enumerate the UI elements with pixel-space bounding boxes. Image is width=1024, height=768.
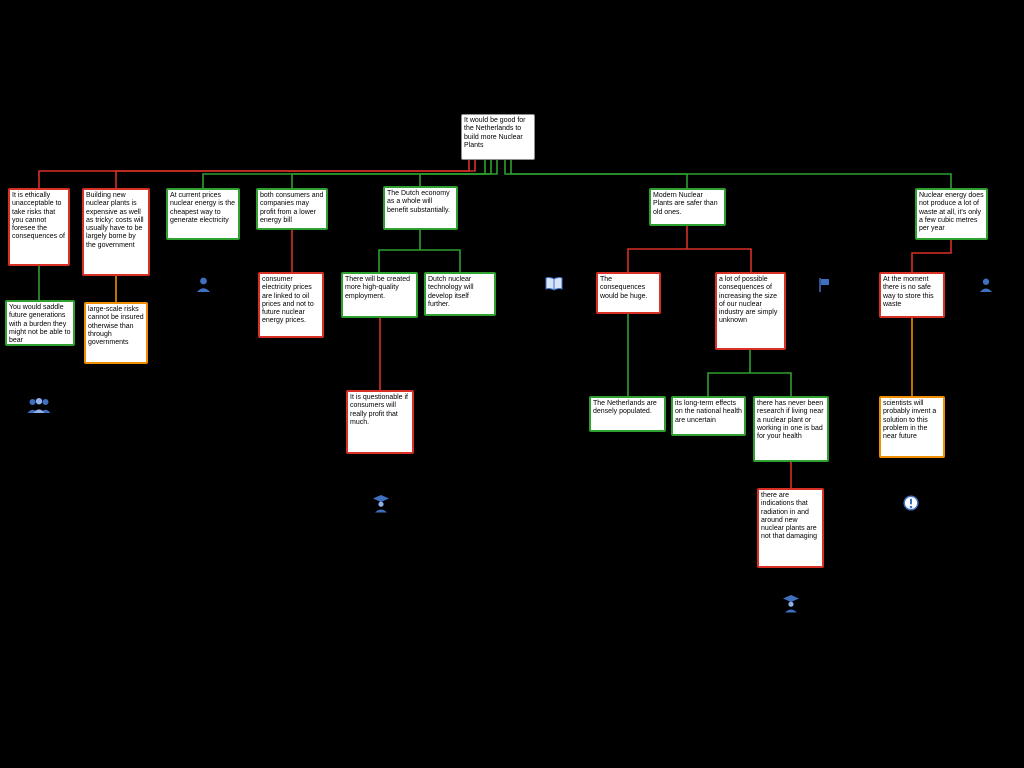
argument-node[interactable]: however scientists will probably invent … (879, 396, 945, 458)
argument-node[interactable]: but It is questionable if consumers will… (346, 390, 414, 454)
relation-label: because (663, 188, 693, 190)
root-claim-node[interactable]: It would be good for the Netherlands to … (461, 114, 535, 160)
node-text: The consequences would be huge. (600, 276, 648, 300)
node-text: At current prices nuclear energy is the … (170, 192, 235, 224)
relation-label: but (617, 272, 631, 274)
relation-label: because (767, 396, 797, 398)
relation-label: But (104, 188, 119, 190)
argument-node[interactable]: because Modern Nuclear Plants are safer … (649, 188, 726, 226)
relation-label: because (396, 186, 426, 188)
relation-label: because (268, 188, 298, 190)
relation-label: however (92, 302, 122, 304)
flag-icon[interactable] (818, 277, 830, 298)
relation-label: but (280, 272, 294, 274)
argument-node[interactable]: but At the moment there is no safe way t… (879, 272, 945, 318)
person-icon[interactable] (196, 276, 211, 298)
relation-label: but (901, 272, 915, 274)
node-text: The Dutch economy as a whole will benefi… (387, 190, 450, 214)
argument-node[interactable]: because both consumers and companies may… (256, 188, 328, 230)
student-icon[interactable] (373, 495, 389, 518)
relation-label: however (888, 396, 918, 398)
argument-node[interactable]: because You would saddle future generati… (5, 300, 75, 346)
node-text: both consumers and companies may profit … (260, 192, 324, 224)
node-text: large-scale risks cannot be insured othe… (88, 306, 144, 346)
argument-node[interactable]: because Nuclear energy does not produce … (915, 188, 988, 240)
node-text: It is ethically unacceptable to take ris… (12, 192, 65, 241)
relation-label: But (27, 188, 42, 190)
node-text: Building new nuclear plants is expensive… (86, 192, 144, 249)
node-text: At the moment there is no safe way to st… (883, 276, 934, 308)
argument-node[interactable]: because its long-term effects on the nat… (671, 396, 746, 436)
argument-node[interactable]: because At current prices nuclear energy… (166, 188, 240, 240)
node-text: Modern Nuclear Plants are safer than old… (653, 192, 718, 216)
argument-node[interactable]: but The consequences would be huge. (596, 272, 661, 314)
relation-label: but (369, 390, 383, 392)
node-text: a lot of possible consequences of increa… (719, 276, 778, 325)
exclamation-icon[interactable] (903, 495, 919, 516)
node-text: there has never been research if living … (757, 400, 824, 440)
argument-node[interactable]: but consumer electricity prices are link… (258, 272, 324, 338)
relation-label: because (436, 272, 466, 274)
argument-node[interactable]: but a lot of possible consequences of in… (715, 272, 786, 350)
argument-node[interactable]: because There will be created more high-… (341, 272, 418, 318)
node-text: there are indications that radiation in … (761, 492, 818, 541)
relation-label: because (355, 272, 385, 274)
relation-label: because (603, 396, 633, 398)
person-icon[interactable] (979, 277, 993, 298)
relation-label: because (179, 188, 209, 190)
node-text: You would saddle future generations with… (9, 304, 71, 344)
node-text: Nuclear energy does not produce a lot of… (919, 192, 984, 232)
people-group-icon[interactable] (27, 397, 51, 419)
relation-label: because (684, 396, 714, 398)
node-text: its long-term effects on the national he… (675, 400, 742, 424)
node-text: scientists will probably invent a soluti… (883, 400, 937, 440)
node-text: There will be created more high-quality … (345, 276, 410, 300)
node-text: Dutch nuclear technology will develop it… (428, 276, 474, 308)
argument-node[interactable]: But It is ethically unacceptable to take… (8, 188, 70, 266)
relation-label: but (739, 272, 753, 274)
argument-node[interactable]: because Dutch nuclear technology will de… (424, 272, 496, 316)
argument-node[interactable]: because there has never been research if… (753, 396, 829, 462)
relation-label: because (16, 300, 46, 302)
argument-node[interactable]: because The Netherlands are densely popu… (589, 396, 666, 432)
argument-node[interactable]: however large-scale risks cannot be insu… (84, 302, 148, 364)
student-icon[interactable] (783, 595, 799, 618)
relation-label: because (927, 188, 957, 190)
book-icon[interactable] (545, 277, 563, 297)
node-text: It would be good for the Netherlands to … (464, 117, 526, 149)
argument-node[interactable]: But Building new nuclear plants is expen… (82, 188, 150, 276)
argument-node[interactable]: but there are indications that radiation… (757, 488, 824, 568)
relation-label: but (779, 488, 793, 490)
node-text: The Netherlands are densely populated. (593, 400, 657, 416)
node-text: It is questionable if consumers will rea… (350, 394, 408, 426)
node-text: consumer electricity prices are linked t… (262, 276, 314, 325)
argument-node[interactable]: because The Dutch economy as a whole wil… (383, 186, 458, 230)
